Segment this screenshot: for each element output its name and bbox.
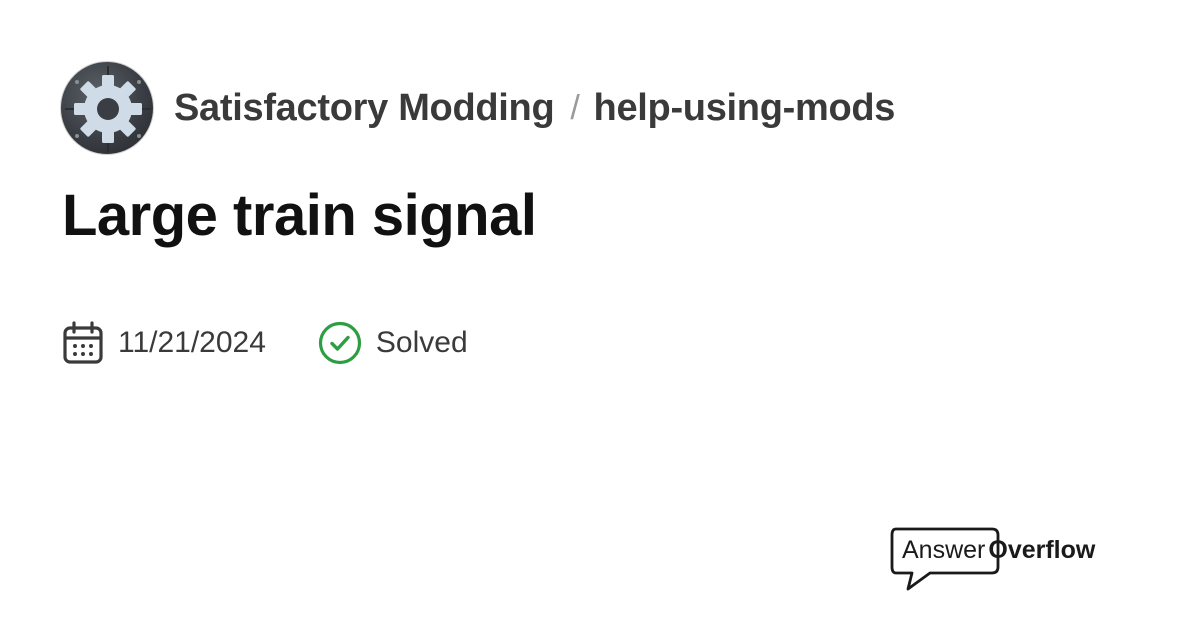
speech-bubble-icon: [890, 527, 1000, 591]
question-meta: 11/21/2024 Solved: [62, 318, 468, 368]
server-avatar[interactable]: [60, 61, 154, 155]
breadcrumb-separator: /: [570, 88, 580, 127]
gear-icon: [65, 66, 151, 152]
question-title: Large train signal: [62, 183, 537, 248]
channel-name-link[interactable]: help-using-mods: [593, 86, 896, 129]
status-badge: Solved: [318, 321, 468, 365]
date-info: 11/21/2024: [62, 321, 266, 365]
brand-name-part2: Overflow: [988, 536, 1096, 564]
breadcrumb: Satisfactory Modding / help-using-mods: [174, 87, 895, 130]
status-label: Solved: [375, 326, 468, 359]
server-name-link[interactable]: Satisfactory Modding: [174, 86, 555, 129]
breadcrumb-header: Satisfactory Modding / help-using-mods: [60, 60, 895, 156]
brand-name-part1: Answer: [902, 536, 986, 564]
calendar-icon: [62, 321, 104, 365]
question-date: 11/21/2024: [118, 326, 266, 359]
check-circle-icon: [318, 321, 362, 365]
